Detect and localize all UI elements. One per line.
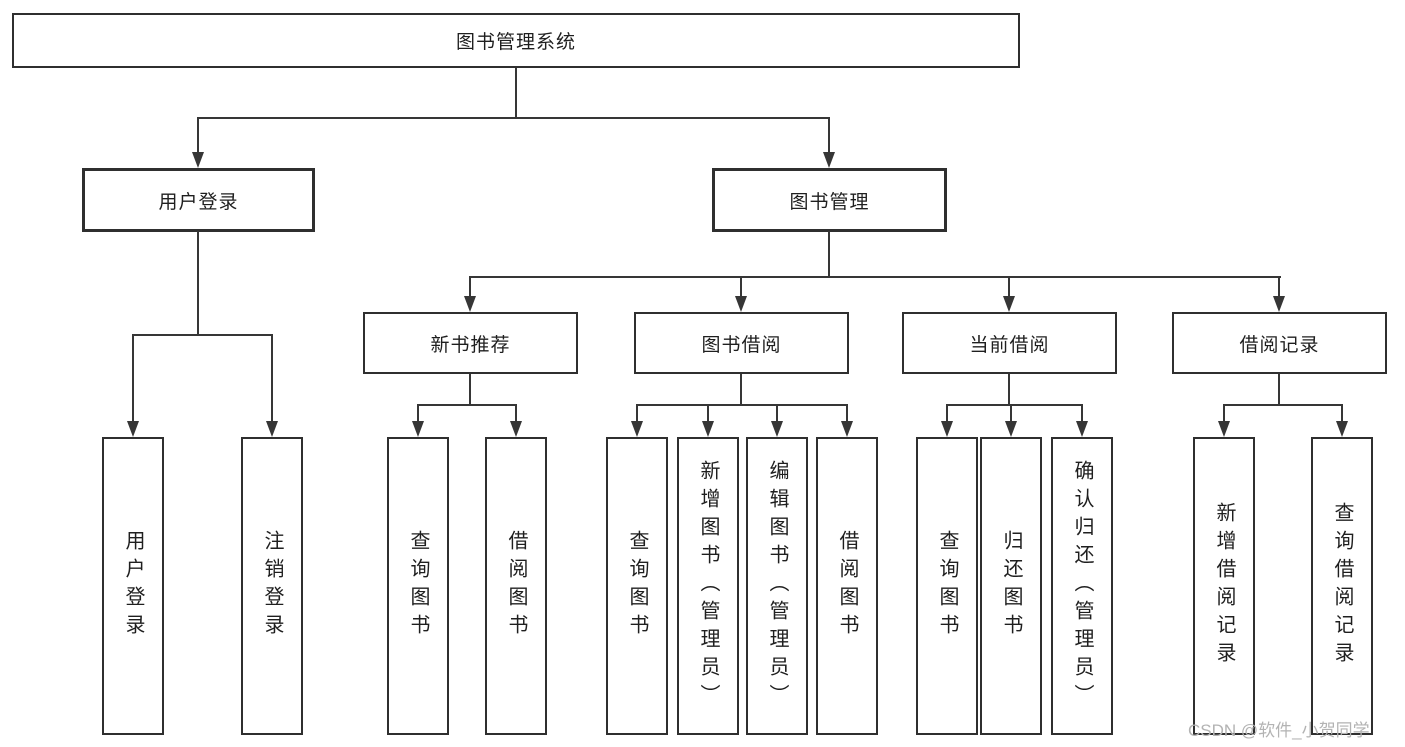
connector-book-management-stub — [828, 231, 830, 278]
leaf-user-login: 用户登录 — [102, 437, 164, 735]
connector-new-book-branch — [417, 404, 517, 406]
node-book-borrowing: 图书借阅 — [634, 312, 849, 374]
arrow-down-icon — [702, 421, 714, 437]
connector-drop — [1081, 404, 1083, 422]
leaf-label: 查询图书 — [936, 530, 958, 642]
node-book-management: 图书管理 — [712, 168, 947, 232]
arrow-down-icon — [1273, 296, 1285, 312]
connector-borrowing-records-stub — [1278, 374, 1280, 406]
arrow-down-icon — [1076, 421, 1088, 437]
arrow-down-icon — [1005, 421, 1017, 437]
leaf-logout: 注销登录 — [241, 437, 303, 735]
arrow-down-icon — [631, 421, 643, 437]
arrow-down-icon — [941, 421, 953, 437]
connector-book-borrowing-stub — [740, 374, 742, 406]
leaf-label: 归还图书 — [1000, 530, 1022, 642]
connector-drop-book-management — [828, 117, 830, 153]
connector-drop — [846, 404, 848, 422]
leaf-confirm-return-admin: 确认归还（管理员） — [1051, 437, 1113, 735]
leaf-borrow-books-borrowing: 借阅图书 — [816, 437, 878, 735]
leaf-borrow-books-recommend: 借阅图书 — [485, 437, 547, 735]
connector-drop-user-login — [197, 117, 199, 153]
connector-book-borrowing-branch — [636, 404, 848, 406]
connector-drop-leaf-logout — [271, 334, 273, 422]
connector-drop — [417, 404, 419, 422]
leaf-label: 新增借阅记录 — [1213, 502, 1235, 670]
node-label: 借阅记录 — [1239, 334, 1320, 356]
leaf-query-books-current: 查询图书 — [916, 437, 978, 735]
node-library-system-root: 图书管理系统 — [12, 13, 1020, 68]
connector-book-management-branch — [469, 276, 1281, 278]
node-new-book-recommend: 新书推荐 — [363, 312, 578, 374]
connector-root-branch — [197, 117, 830, 119]
arrow-down-icon — [412, 421, 424, 437]
leaf-label: 用户登录 — [122, 530, 144, 642]
leaf-label: 查询图书 — [626, 530, 648, 642]
connector-drop — [1341, 404, 1343, 422]
watermark-text: CSDN @软件_小贺同学 — [1188, 721, 1370, 740]
node-current-borrowing: 当前借阅 — [902, 312, 1117, 374]
arrow-down-icon — [266, 421, 278, 437]
arrow-down-icon — [1218, 421, 1230, 437]
connector-drop — [515, 404, 517, 422]
connector-drop-current-borrowing — [1008, 276, 1010, 297]
connector-drop-borrowing-records — [1278, 276, 1280, 297]
leaf-label: 确认归还（管理员） — [1071, 460, 1093, 712]
node-label: 图书管理系统 — [455, 32, 576, 53]
leaf-label: 新增图书（管理员） — [697, 460, 719, 712]
node-label: 当前借阅 — [969, 334, 1050, 356]
connector-drop — [776, 404, 778, 422]
arrow-down-icon — [1336, 421, 1348, 437]
connector-drop-new-book — [469, 276, 471, 297]
leaf-return-books: 归还图书 — [980, 437, 1042, 735]
connector-drop — [636, 404, 638, 422]
connector-borrowing-records-branch — [1223, 404, 1343, 406]
arrow-down-icon — [464, 296, 476, 312]
node-borrowing-records: 借阅记录 — [1172, 312, 1387, 374]
node-label: 新书推荐 — [430, 334, 511, 356]
leaf-query-books-borrowing: 查询图书 — [606, 437, 668, 735]
connector-root-stub — [515, 68, 517, 119]
node-label: 图书借阅 — [701, 334, 782, 356]
connector-drop — [946, 404, 948, 422]
leaf-query-books-recommend: 查询图书 — [387, 437, 449, 735]
leaf-label: 编辑图书（管理员） — [766, 460, 788, 712]
leaf-query-borrow-record: 查询借阅记录 — [1311, 437, 1373, 735]
leaf-label: 借阅图书 — [505, 530, 527, 642]
node-label: 图书管理 — [789, 191, 870, 213]
leaf-label: 查询借阅记录 — [1331, 502, 1353, 670]
arrow-down-icon — [841, 421, 853, 437]
connector-drop-leaf-user-login — [132, 334, 134, 422]
connector-new-book-stub — [469, 374, 471, 406]
arrow-down-icon — [735, 296, 747, 312]
leaf-edit-books-admin: 编辑图书（管理员） — [746, 437, 808, 735]
node-user-login: 用户登录 — [82, 168, 315, 232]
connector-user-login-branch — [132, 334, 273, 336]
arrow-down-icon — [771, 421, 783, 437]
leaf-add-borrow-record: 新增借阅记录 — [1193, 437, 1255, 735]
arrow-down-icon — [192, 152, 204, 168]
connector-current-borrowing-branch — [946, 404, 1083, 406]
arrow-down-icon — [510, 421, 522, 437]
arrow-down-icon — [823, 152, 835, 168]
arrow-down-icon — [127, 421, 139, 437]
leaf-label: 查询图书 — [407, 530, 429, 642]
connector-drop — [1223, 404, 1225, 422]
node-label: 用户登录 — [158, 191, 239, 213]
leaf-add-books-admin: 新增图书（管理员） — [677, 437, 739, 735]
connector-drop-book-borrowing — [740, 276, 742, 297]
connector-drop — [707, 404, 709, 422]
connector-current-borrowing-stub — [1008, 374, 1010, 406]
leaf-label: 借阅图书 — [836, 530, 858, 642]
leaf-label: 注销登录 — [261, 530, 283, 642]
connector-user-login-stub — [197, 231, 199, 336]
arrow-down-icon — [1003, 296, 1015, 312]
connector-drop — [1010, 404, 1012, 422]
